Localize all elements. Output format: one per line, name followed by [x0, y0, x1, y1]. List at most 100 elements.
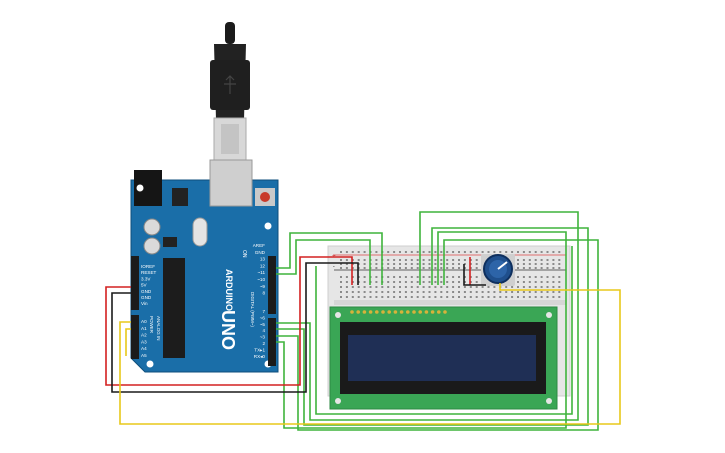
pin-label: 3.3V: [141, 276, 151, 281]
lcd-pin: [387, 310, 392, 314]
breadboard-hole: [393, 286, 396, 288]
wire-green: [276, 227, 589, 426]
breadboard-hole: [375, 251, 378, 253]
pin-label: 5V: [141, 283, 148, 288]
breadboard-hole: [393, 296, 396, 298]
breadboard-hole: [387, 263, 390, 265]
breadboard-hole: [375, 259, 378, 261]
breadboard-hole: [345, 251, 348, 253]
breadboard-hole: [522, 259, 525, 261]
breadboard-hole: [393, 291, 396, 293]
breadboard-hole: [558, 276, 561, 278]
breadboard-hole: [399, 259, 401, 261]
breadboard-hole: [422, 267, 425, 269]
breadboard-hole: [452, 267, 455, 269]
breadboard-hole: [434, 291, 437, 293]
breadboard-hole: [534, 281, 537, 283]
lcd-pin: [406, 310, 410, 314]
breadboard-hole: [540, 251, 543, 253]
breadboard-hole: [446, 263, 449, 265]
wire-black: [111, 262, 359, 393]
breadboard-hole: [428, 276, 431, 278]
breadboard-hole: [428, 251, 431, 253]
breadboard-hole: [416, 263, 419, 265]
breadboard-hole: [434, 276, 437, 278]
breadboard-hole: [369, 286, 372, 288]
breadboard-hole: [428, 286, 431, 288]
breadboard-hole: [558, 259, 561, 261]
breadboard-hole: [463, 286, 466, 288]
breadboard-hole: [475, 286, 478, 288]
breadboard-hole: [446, 251, 449, 253]
breadboard-hole: [351, 251, 354, 253]
pin-label: ~3: [260, 335, 266, 340]
breadboard-hole: [393, 251, 396, 253]
power-header-label: POWER: [149, 316, 154, 334]
breadboard-hole: [458, 267, 460, 269]
breadboard-hole: [546, 251, 549, 253]
breadboard-hole: [416, 259, 419, 261]
breadboard-hole: [340, 281, 342, 283]
breadboard-hole: [393, 267, 396, 269]
breadboard-hole: [345, 267, 348, 269]
breadboard-hole: [428, 259, 431, 261]
breadboard-hole: [546, 296, 549, 298]
wire-green: [315, 246, 573, 415]
breadboard-hole: [422, 251, 425, 253]
breadboard-hole: [475, 291, 478, 293]
breadboard-hole: [410, 276, 413, 278]
breadboard-hole: [534, 267, 537, 269]
pin-label: A3: [141, 339, 147, 344]
breadboard-hole: [475, 251, 478, 253]
breadboard-hole: [345, 276, 348, 278]
breadboard-hole: [416, 267, 419, 269]
breadboard-hole: [552, 251, 555, 253]
breadboard-hole: [410, 296, 413, 298]
arduino-logo-text: ARDUINO: [224, 269, 234, 311]
breadboard-hole: [434, 286, 437, 288]
breadboard-hole: [511, 251, 514, 253]
breadboard-hole: [399, 281, 401, 283]
breadboard-hole: [387, 286, 390, 288]
breadboard-hole: [487, 296, 490, 298]
breadboard-hole: [422, 276, 425, 278]
pin-label: GND: [255, 250, 266, 255]
breadboard-hole: [552, 281, 555, 283]
breadboard-hole: [363, 286, 366, 288]
lcd-pin: [412, 310, 416, 314]
breadboard-hole: [422, 291, 425, 293]
pin-label: A0: [141, 319, 147, 324]
breadboard-hole: [404, 251, 407, 253]
potentiometer-icon: [481, 254, 515, 286]
breadboard-hole: [399, 291, 401, 293]
breadboard-hole: [458, 286, 460, 288]
breadboard-hole: [340, 259, 342, 261]
breadboard-hole: [446, 296, 449, 298]
breadboard-hole: [517, 286, 519, 288]
breadboard-hole: [487, 251, 490, 253]
pin-label: IOREF: [141, 264, 155, 269]
breadboard-hole: [422, 296, 425, 298]
breadboard-hole: [475, 276, 478, 278]
breadboard-hole: [522, 296, 525, 298]
breadboard-hole: [393, 259, 396, 261]
breadboard-hole: [534, 286, 537, 288]
breadboard-hole: [440, 276, 443, 278]
breadboard-hole: [481, 296, 484, 298]
breadboard-hole: [458, 259, 460, 261]
lcd-display: [329, 306, 558, 410]
breadboard-hole: [410, 263, 413, 265]
reset-button-icon: [255, 188, 275, 206]
breadboard-hole: [540, 296, 543, 298]
breadboard-hole: [399, 263, 401, 265]
pin-label: GND: [141, 289, 152, 294]
breadboard-hole: [552, 296, 555, 298]
pin-label: GND: [141, 295, 152, 300]
wire-red: [105, 256, 353, 386]
breadboard-hole: [517, 263, 519, 265]
breadboard-hole: [387, 259, 390, 261]
pin-label: 7: [262, 309, 265, 314]
breadboard-hole: [357, 296, 360, 298]
breadboard-hole: [440, 286, 443, 288]
